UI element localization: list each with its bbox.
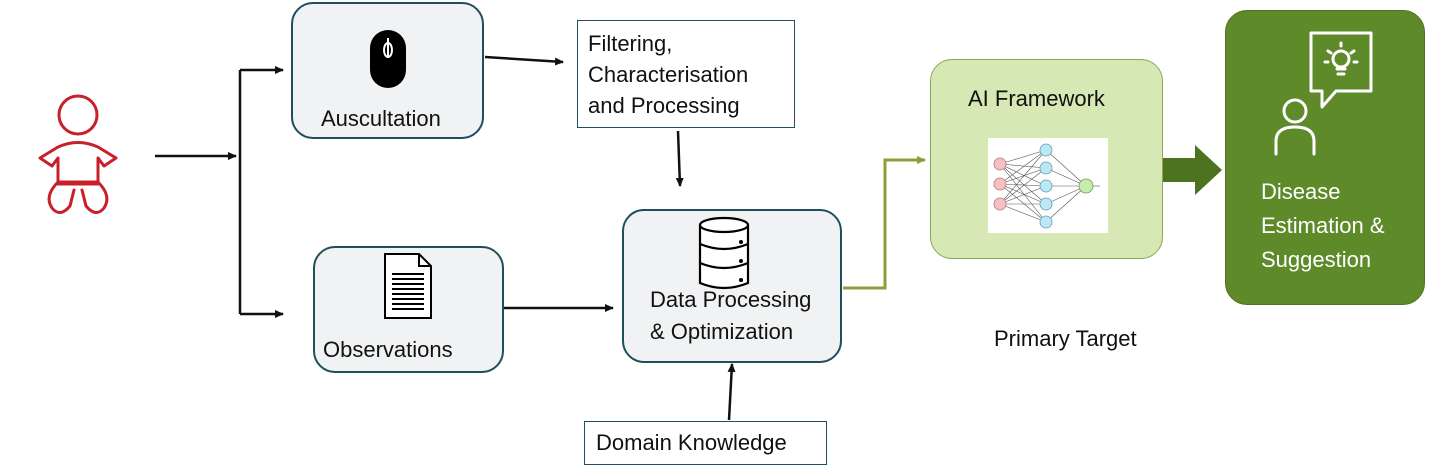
filtering-label-line2: Characterisation (588, 62, 749, 87)
connectors (155, 55, 736, 421)
disease-label-line3: Suggestion (1261, 247, 1372, 272)
data-processing-label-line2: & Optimization (650, 319, 794, 344)
auscultation-label: Auscultation (321, 106, 441, 131)
big-arrow-ai-to-disease (1163, 145, 1222, 195)
arrow-auscultation-to-filtering (484, 55, 564, 66)
filtering-box: Filtering, Characterisation and Processi… (577, 20, 795, 128)
disease-label-line2: Estimation & (1261, 213, 1385, 238)
baby-icon (38, 94, 118, 214)
primary-target-label: Primary Target (994, 326, 1137, 351)
arrow-dataprocessing-to-ai (843, 156, 926, 290)
data-processing-label-line1: Data Processing (650, 287, 812, 312)
ai-framework-label: AI Framework (968, 86, 1105, 111)
document-icon (384, 253, 432, 319)
arrow-domainknowledge-to-dataprocessing (727, 363, 736, 421)
domain-knowledge-box: Domain Knowledge (584, 421, 827, 465)
observations-label: Observations (323, 337, 453, 362)
neural-network-icon (988, 138, 1108, 233)
filtering-label-line1: Filtering, (588, 31, 673, 56)
ai-framework-box: AI Framework (930, 59, 1163, 259)
filtering-label-line3: and Processing (588, 93, 740, 118)
disease-estimation-box: Disease Estimation & Suggestion (1225, 10, 1425, 305)
disease-label-line1: Disease (1261, 179, 1341, 204)
domain-knowledge-label: Domain Knowledge (596, 430, 787, 455)
arrow-filtering-to-dataprocessing (675, 130, 684, 187)
stethoscope-icon (370, 30, 406, 88)
observations-box: Observations (313, 246, 504, 373)
data-processing-box: Data Processing & Optimization (622, 209, 842, 363)
database-icon (698, 216, 750, 290)
person-lightbulb-icon (1274, 31, 1373, 156)
auscultation-box: Auscultation (291, 2, 484, 139)
